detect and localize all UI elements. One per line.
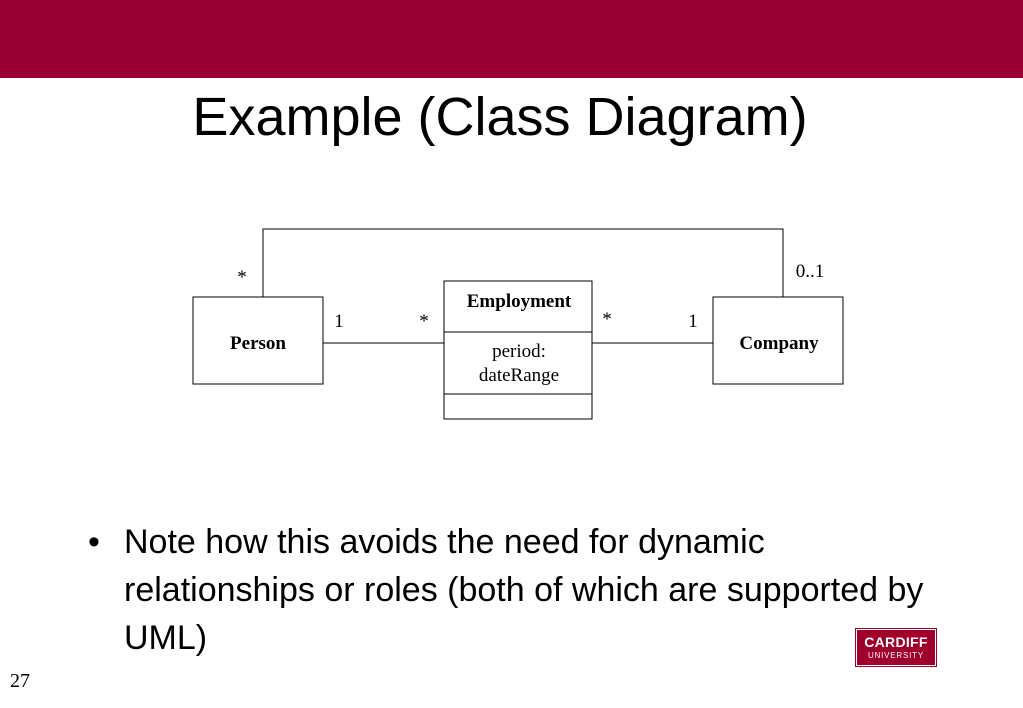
employment-attribute-line2: dateRange — [479, 365, 559, 386]
employment-class-box — [443, 280, 593, 420]
multiplicity-company-top: 0..1 — [796, 261, 825, 282]
slide-title: Example (Class Diagram) — [192, 87, 808, 147]
bullet-text: Note how this avoids the need for dynami… — [124, 523, 924, 657]
cardiff-university-logo: CARDIFF UNIVERSITY — [855, 628, 937, 667]
multiplicity-employment-left: * — [419, 311, 429, 332]
multiplicity-company-right: 1 — [688, 311, 698, 332]
association-person-company — [262, 228, 784, 297]
company-class-name: Company — [739, 333, 819, 354]
person-class-box — [192, 296, 324, 385]
employment-class-name: Employment — [467, 291, 572, 312]
bullet-symbol: • — [88, 523, 100, 561]
logo-line2: UNIVERSITY — [867, 651, 924, 660]
page-number: 27 — [10, 670, 30, 692]
person-class-name: Person — [230, 333, 286, 354]
header-bar — [0, 0, 1023, 78]
multiplicity-person-top: * — [237, 267, 247, 288]
employment-attribute-line1: period: — [492, 341, 546, 362]
multiplicity-person-left: 1 — [334, 311, 344, 332]
company-class-box — [712, 296, 844, 385]
logo-line1: CARDIFF — [864, 634, 928, 650]
multiplicity-employment-right: * — [602, 309, 612, 330]
